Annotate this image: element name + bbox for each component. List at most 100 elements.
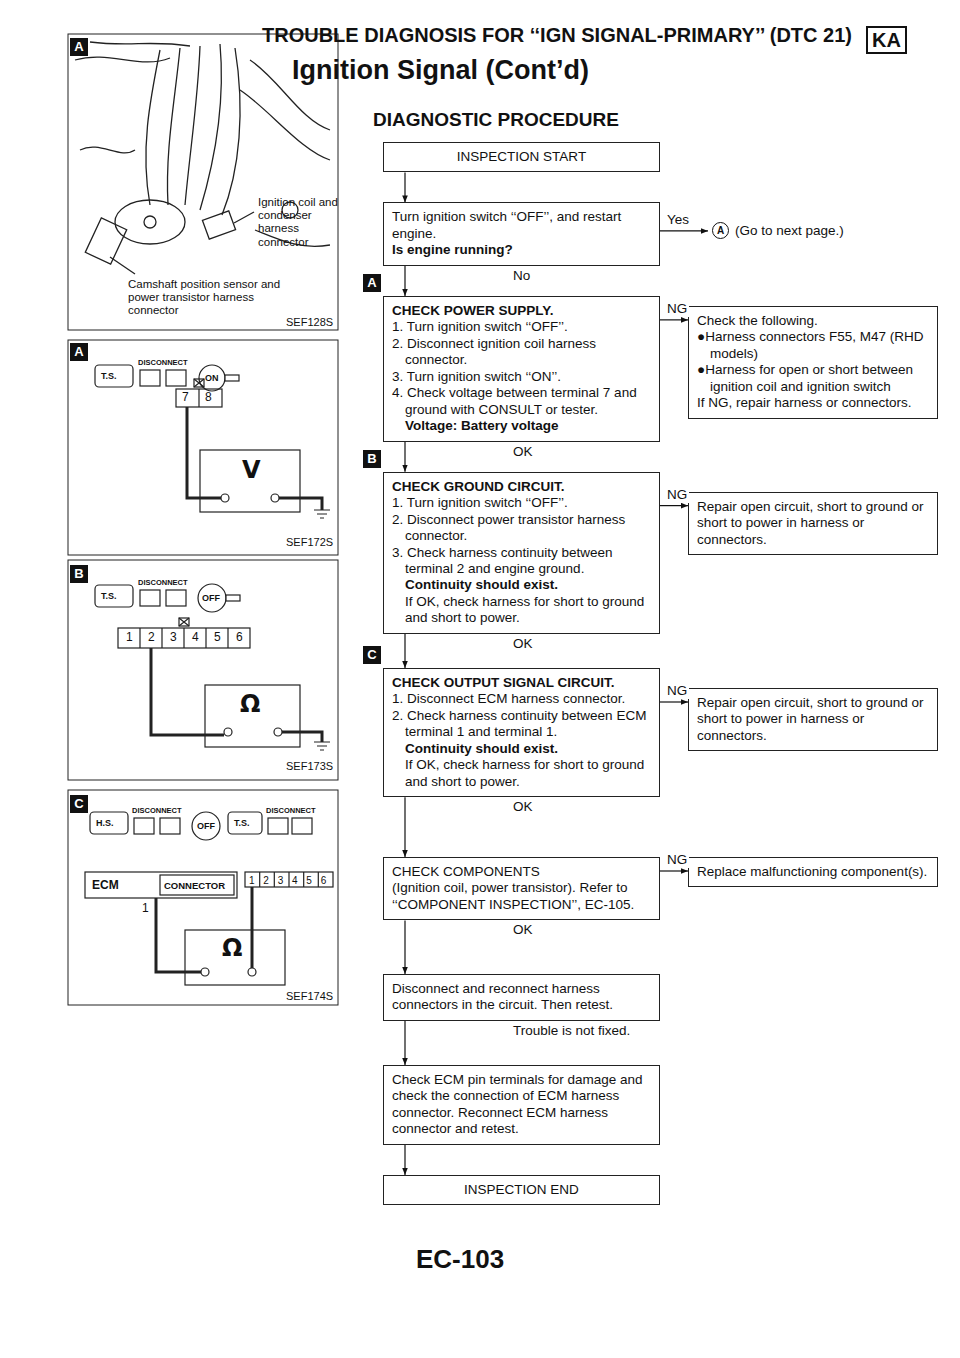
- branch-label: Yes: [665, 212, 691, 228]
- drawing-stroke: [90, 42, 190, 46]
- drawing-stroke: [292, 818, 312, 834]
- box-text: ●Harness for open or short between ignit…: [697, 362, 929, 395]
- drawing-stroke: [185, 46, 200, 205]
- drawing-stroke: [134, 818, 154, 834]
- branch-label: OK: [511, 636, 535, 652]
- box-text: CHECK POWER SUPPLY.: [392, 303, 651, 319]
- drawing-stroke: [268, 818, 288, 834]
- flow-arrow: [404, 1145, 405, 1175]
- branch-label: NG: [665, 852, 689, 868]
- drawing-stroke: [85, 872, 237, 898]
- drawing-stroke: [166, 370, 186, 386]
- section-marker: A: [70, 38, 88, 56]
- box-text: ●Harness connectors F55, M47 (RHD models…: [697, 329, 929, 362]
- meter-symbol: V: [242, 458, 261, 482]
- drawing-stroke: [179, 618, 189, 626]
- drawing-stroke: [160, 818, 180, 834]
- drawing-stroke: [202, 211, 235, 239]
- pin-number: 1: [142, 902, 149, 916]
- drawing-stroke: [240, 90, 330, 160]
- icon-label: T.S.: [234, 819, 250, 828]
- box-text: Repair open circuit, short to ground or …: [697, 499, 929, 548]
- box-text: CHECK GROUND CIRCUIT.: [392, 479, 651, 495]
- drawing-stroke: [151, 648, 224, 735]
- figure-code: SEF172S: [286, 536, 333, 549]
- terminal-box: INSPECTION START: [383, 142, 660, 172]
- process-box: CHECK GROUND CIRCUIT.1. Turn ignition sw…: [383, 472, 660, 634]
- drawing-stroke: [68, 560, 338, 780]
- drawing-stroke: [279, 498, 322, 510]
- box-text: 1. Disconnect ECM harness connector.: [392, 691, 651, 707]
- icon-label: DISCONNECT: [266, 807, 316, 815]
- process-box: Turn ignition switch ‘‘OFF’’, and restar…: [383, 202, 660, 265]
- box-text: Is engine running?: [392, 242, 651, 258]
- branch-label: OK: [511, 799, 535, 815]
- figure-code: SEF174S: [286, 990, 333, 1003]
- process-box: Check the following.●Harness connectors …: [688, 306, 938, 419]
- drawing-stroke: [179, 618, 189, 626]
- flow-arrow: [660, 230, 708, 231]
- figure-code: SEF128S: [286, 316, 333, 329]
- flow-arrow: [404, 634, 405, 668]
- section-marker: B: [70, 565, 88, 583]
- drawing-stroke: [205, 685, 300, 747]
- drawing-stroke: [234, 212, 254, 223]
- flow-arrow: [404, 920, 405, 974]
- icon-label: DISCONNECT: [138, 579, 188, 587]
- drawing-stroke: [192, 812, 220, 840]
- figure-code: SEF173S: [286, 760, 333, 773]
- drawing-stroke: [224, 728, 232, 736]
- page-title: TROUBLE DIAGNOSIS FOR ‘‘IGN SIGNAL-PRIMA…: [262, 24, 852, 47]
- pin-numbers: 1 2 3 4 5 6: [126, 631, 243, 645]
- drawing-stroke: [75, 57, 170, 62]
- drawing-stroke: [80, 147, 135, 153]
- branch-label: NG: [665, 487, 689, 503]
- box-text: Replace malfunctioning component(s).: [697, 864, 929, 880]
- part-name: ECM: [92, 879, 119, 891]
- drawing-stroke: [221, 494, 229, 502]
- box-text: CHECK COMPONENTS: [392, 864, 651, 880]
- process-box: Replace malfunctioning component(s).: [688, 857, 938, 887]
- flow-arrow: [660, 319, 688, 320]
- drawing-stroke: [156, 898, 201, 972]
- drawing-stroke: [140, 370, 160, 386]
- box-text: Continuity should exist.: [392, 577, 651, 593]
- part-name: Ignition coil and condenser harness conn…: [258, 196, 343, 249]
- box-text: 3. Check harness continuity between term…: [392, 545, 651, 578]
- drawing-stroke: [251, 887, 254, 968]
- drawing-stroke: [226, 595, 240, 601]
- box-text: 1. Turn ignition switch ‘‘OFF’’.: [392, 495, 651, 511]
- connectors-and-meters: [85, 379, 333, 985]
- part-name: Camshaft position sensor and power trans…: [128, 278, 286, 318]
- box-text: CHECK OUTPUT SIGNAL CIRCUIT.: [392, 675, 651, 691]
- box-text: If OK, check harness for short to ground…: [392, 594, 651, 627]
- box-text: INSPECTION START: [392, 149, 651, 165]
- meter-symbol: Ω: [222, 936, 242, 960]
- drawing-stroke: [200, 450, 300, 512]
- process-box: CHECK COMPONENTS(Ignition coil, power tr…: [383, 857, 660, 920]
- drawing-stroke: [68, 790, 338, 1005]
- section-marker: C: [363, 646, 381, 664]
- branch-label: NG: [665, 683, 689, 699]
- branch-label: OK: [511, 922, 535, 938]
- box-text: (Go to next page.): [735, 223, 844, 239]
- process-box: CHECK OUTPUT SIGNAL CIRCUIT.1. Disconnec…: [383, 668, 660, 797]
- flow-arrow: [404, 442, 405, 472]
- drawing-stroke: [160, 875, 234, 895]
- drawing-stroke: [85, 218, 126, 264]
- branch-label: Trouble is not fixed.: [511, 1023, 632, 1039]
- icon-label: H.S.: [96, 819, 114, 828]
- box-text: INSPECTION END: [392, 1182, 651, 1198]
- drawing-stroke: [222, 48, 240, 215]
- drawing-stroke: [146, 50, 160, 205]
- drawing-stroke: [118, 628, 250, 648]
- box-text: Disconnect and reconnect harness connect…: [392, 981, 651, 1014]
- box-text: Check ECM pin terminals for damage and c…: [392, 1072, 651, 1138]
- drawing-stroke: [167, 48, 180, 205]
- process-box: Disconnect and reconnect harness connect…: [383, 974, 660, 1021]
- drawing-stroke: [198, 584, 226, 612]
- box-text: 2. Disconnect power transistor harness c…: [392, 512, 651, 545]
- icon-label: ON: [205, 374, 219, 383]
- section-heading: DIAGNOSTIC PROCEDURE: [373, 110, 619, 131]
